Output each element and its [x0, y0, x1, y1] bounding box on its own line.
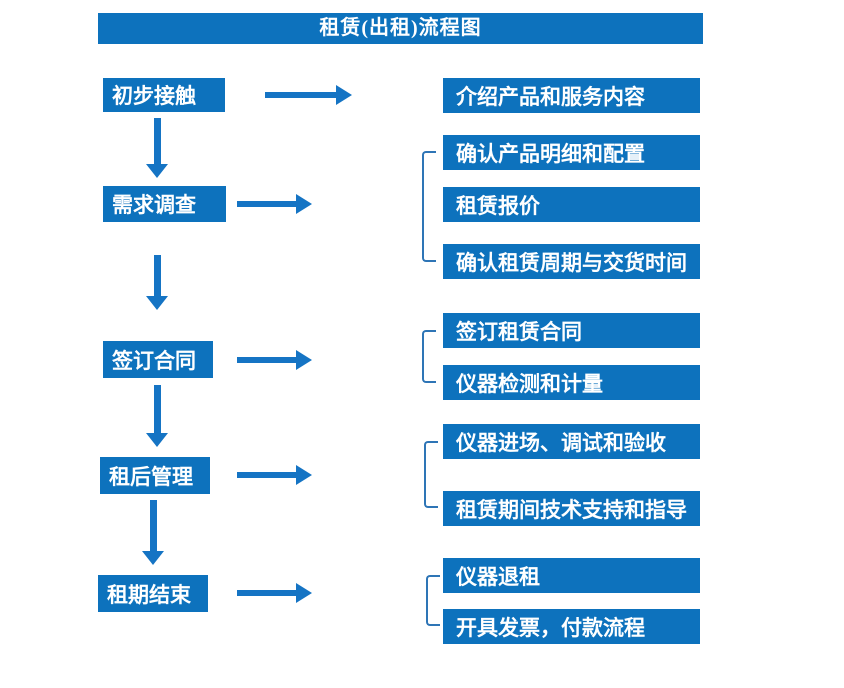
output-box-confirm-period: 确认租赁周期与交货时间 — [443, 244, 700, 279]
output-box-instrument-return: 仪器退租 — [443, 558, 700, 593]
step-box-post-rental-mgmt: 租后管理 — [100, 457, 210, 494]
output-box-tech-support: 租赁期间技术支持和指导 — [443, 491, 700, 526]
group-bracket — [424, 441, 438, 508]
output-box-instrument-setup: 仪器进场、调试和验收 — [443, 424, 700, 459]
group-bracket — [422, 151, 436, 262]
output-box-confirm-details: 确认产品明细和配置 — [443, 135, 700, 170]
output-box-invoice-payment: 开具发票，付款流程 — [443, 609, 700, 644]
output-box-introduce-products: 介绍产品和服务内容 — [443, 78, 700, 113]
output-box-instrument-testing: 仪器检测和计量 — [443, 365, 700, 400]
step-box-sign-contract: 签订合同 — [103, 341, 213, 378]
group-bracket — [422, 330, 436, 383]
step-box-initial-contact: 初步接触 — [103, 78, 225, 112]
output-box-rental-quote: 租赁报价 — [443, 187, 700, 222]
step-box-rental-end: 租期结束 — [98, 575, 208, 612]
output-box-sign-rental-contract: 签订租赁合同 — [443, 313, 700, 348]
group-bracket — [426, 575, 440, 626]
step-box-demand-survey: 需求调查 — [103, 186, 226, 222]
flowchart-title: 租赁(出租)流程图 — [98, 13, 703, 44]
